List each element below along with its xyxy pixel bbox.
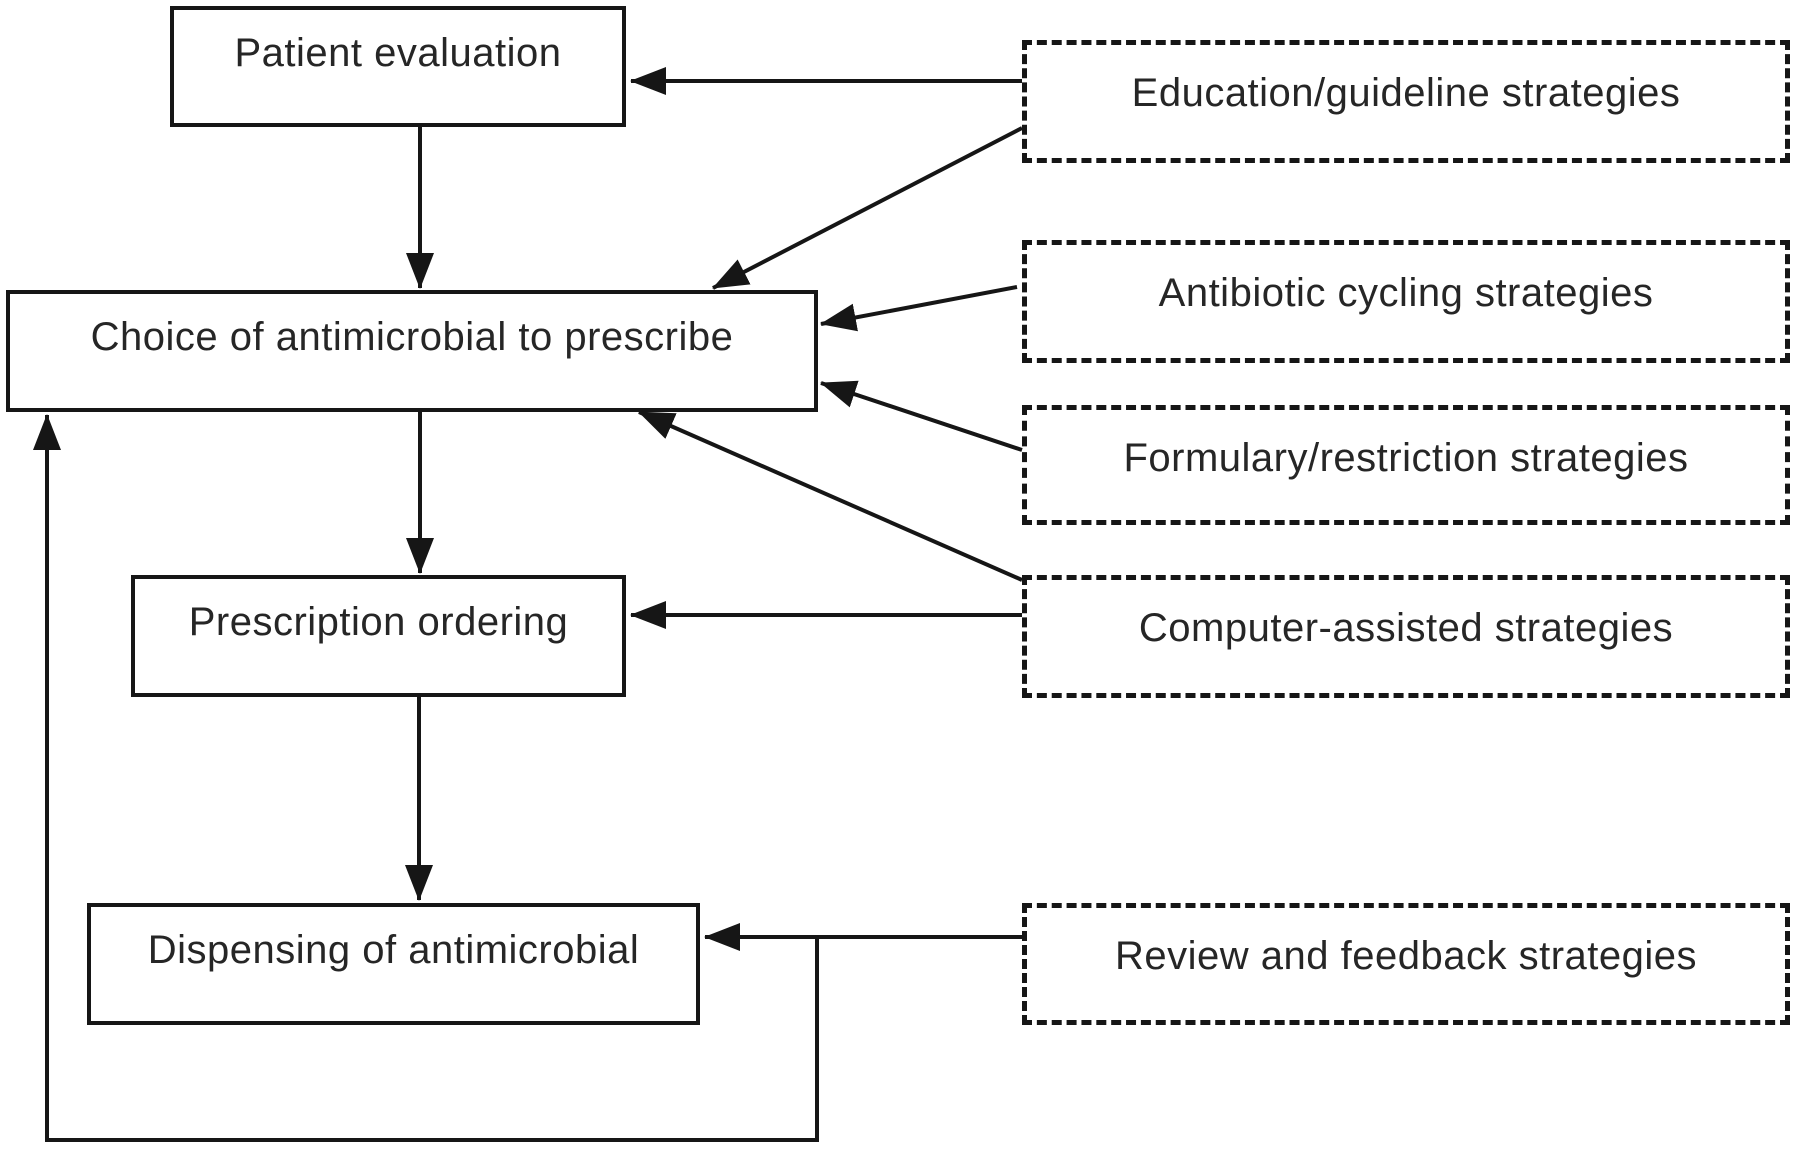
node-review-feedback-strategies: Review and feedback strategies: [1022, 903, 1790, 1025]
arrow-antibiotic-cycling-to-choice: [820, 285, 1018, 332]
node-label: Choice of antimicrobial to prescribe: [90, 315, 734, 359]
node-label: Computer-assisted strategies: [1138, 606, 1674, 650]
node-prescription-ordering: Prescription ordering: [131, 575, 626, 697]
node-antibiotic-cycling-strategies: Antibiotic cycling strategies: [1022, 240, 1790, 363]
arrow-education-to-choice: [712, 126, 1023, 290]
arrow-computer-assisted-to-choice: [638, 410, 1023, 582]
node-education-guideline-strategies: Education/guideline strategies: [1022, 40, 1790, 163]
node-label: Dispensing of antimicrobial: [147, 928, 640, 972]
node-label: Prescription ordering: [188, 600, 569, 644]
arrow-formulary-restriction-to-choice: [820, 380, 1023, 452]
node-label: Education/guideline strategies: [1131, 71, 1681, 115]
node-formulary-restriction-strategies: Formulary/restriction strategies: [1022, 405, 1790, 525]
node-label: Review and feedback strategies: [1115, 934, 1697, 978]
node-label: Formulary/restriction strategies: [1123, 436, 1689, 480]
node-patient-evaluation: Patient evaluation: [170, 6, 626, 127]
node-choice-of-antimicrobial: Choice of antimicrobial to prescribe: [6, 290, 818, 412]
node-label: Patient evaluation: [234, 31, 562, 75]
arrow-feedback-loop-dispensing-to-choice: [33, 414, 819, 1142]
node-label: Antibiotic cycling strategies: [1158, 271, 1654, 315]
node-dispensing-of-antimicrobial: Dispensing of antimicrobial: [87, 903, 700, 1025]
node-computer-assisted-strategies: Computer-assisted strategies: [1022, 575, 1790, 698]
